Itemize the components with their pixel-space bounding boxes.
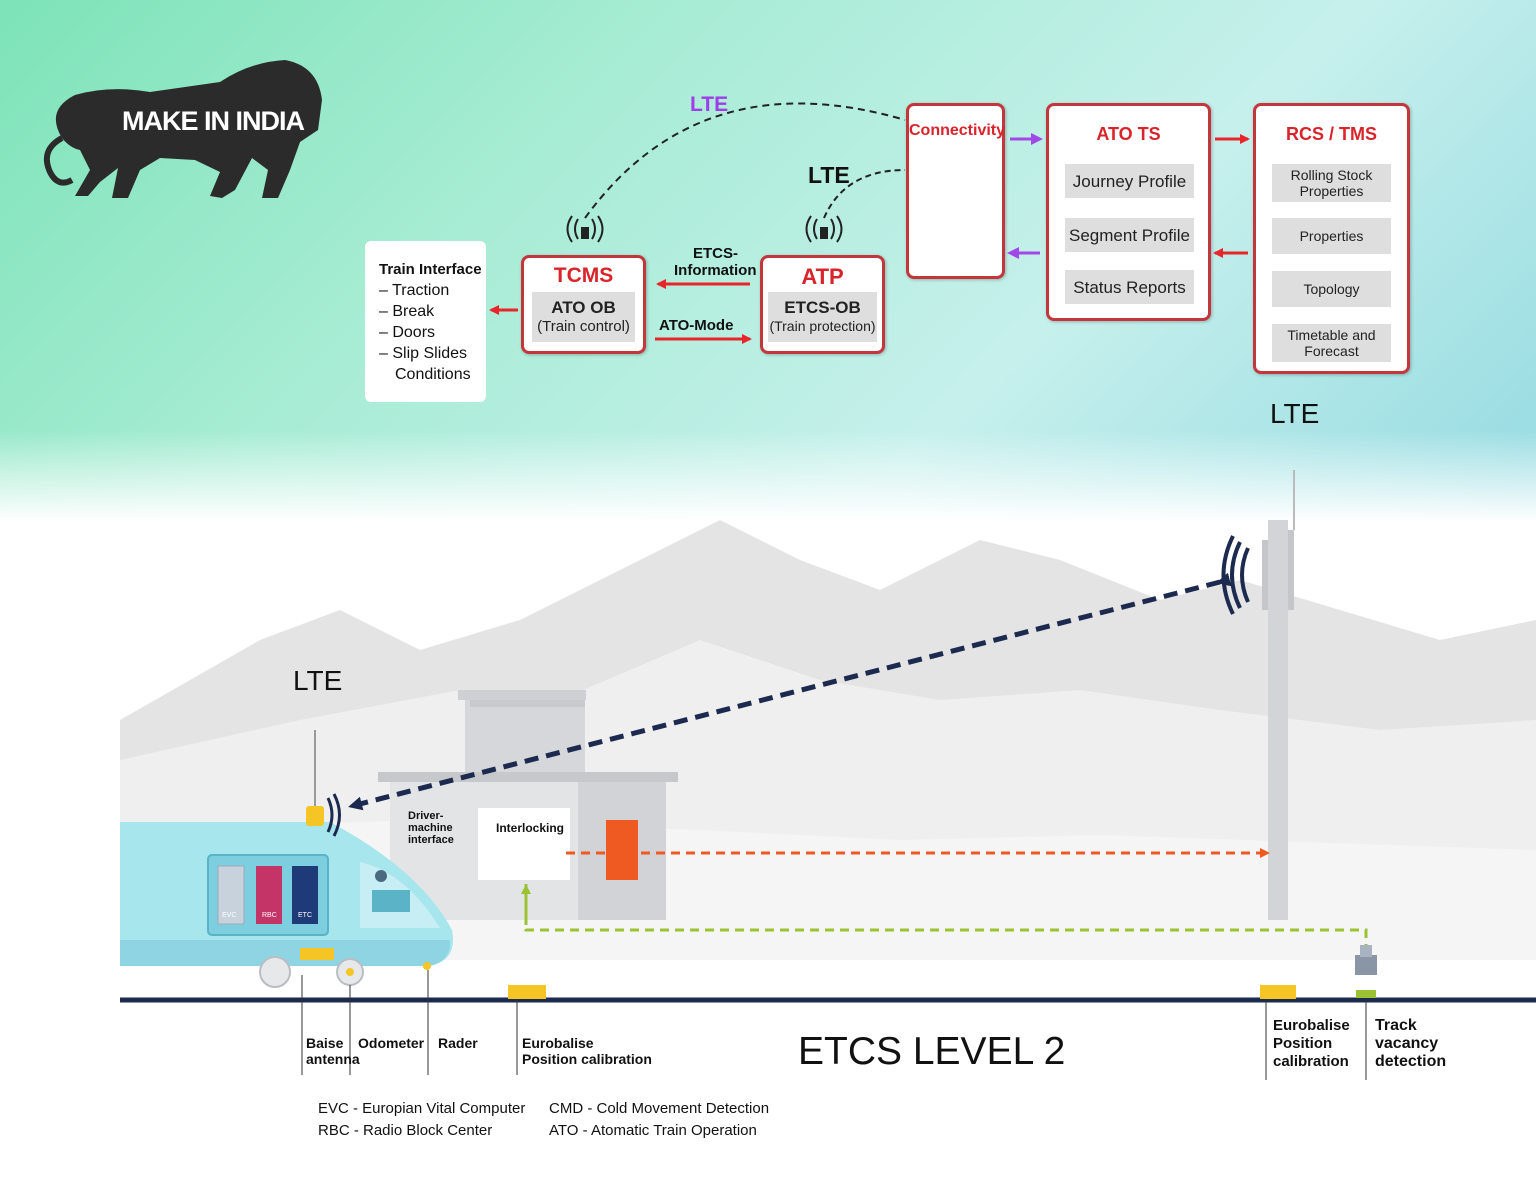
ato-ts-item: Segment Profile bbox=[1065, 218, 1194, 252]
label-leader-lines bbox=[301, 970, 1367, 1080]
track-vacancy-sensor bbox=[1355, 945, 1377, 998]
ato-ts-item: Journey Profile bbox=[1065, 164, 1194, 198]
lte-radio-link bbox=[348, 572, 1232, 811]
atp-inner-line1: ETCS-OB bbox=[784, 298, 861, 317]
train-interface-item: – Doors bbox=[379, 324, 436, 341]
tcms-inner-line1: ATO OB bbox=[551, 298, 616, 317]
legend-item: ATO - Atomatic Train Operation bbox=[549, 1122, 757, 1139]
lion-icon bbox=[44, 60, 322, 198]
tcms-inner: ATO OB (Train control) bbox=[532, 292, 635, 342]
etcs-info-label-2: Information bbox=[674, 262, 757, 279]
train-interface-item: Conditions bbox=[395, 366, 471, 383]
interlocking-panel bbox=[478, 808, 570, 880]
etcs-info-label-1: ETCS- bbox=[693, 245, 738, 262]
legend-left: EVC - Europian Vital Computer RBC - Radi… bbox=[318, 1098, 525, 1142]
etcs-level-title: ETCS LEVEL 2 bbox=[798, 1030, 1066, 1073]
lte-label-tower: LTE bbox=[1270, 398, 1320, 429]
connectivity-box: Connectivity bbox=[906, 103, 1005, 279]
train-unit-etc: ETC bbox=[298, 912, 312, 919]
train-graphic bbox=[120, 730, 454, 988]
train-interface-item: – Break bbox=[379, 303, 435, 320]
ato-ts-item: Status Reports bbox=[1065, 270, 1194, 304]
eurobalise-left bbox=[508, 985, 546, 999]
tcms-box: TCMS ATO OB (Train control) bbox=[521, 255, 646, 354]
interlocking-label: Interlocking bbox=[496, 821, 565, 835]
logo-text: MAKE IN INDIA bbox=[122, 106, 305, 136]
lte-label-top: LTE bbox=[690, 93, 729, 116]
atp-inner-line2: (Train protection) bbox=[769, 318, 876, 334]
odometer-label: Odometer bbox=[358, 1035, 425, 1051]
lte-label-train: LTE bbox=[293, 665, 343, 696]
ato-ts-box: ATO TS Journey Profile Segment Profile S… bbox=[1046, 103, 1211, 321]
train-interface-item: – Slip Slides bbox=[379, 345, 468, 362]
atp-title: ATP bbox=[801, 264, 844, 289]
legend-item: RBC - Radio Block Center bbox=[318, 1122, 493, 1139]
legend-right: CMD - Cold Movement Detection ATO - Atom… bbox=[549, 1098, 769, 1142]
train-unit-evc: EVC bbox=[222, 912, 237, 919]
train-interface-panel: Train Interface – Traction – Break – Doo… bbox=[365, 241, 486, 402]
eurobalise-right bbox=[1260, 985, 1296, 999]
train-unit-rbc: RBC bbox=[262, 912, 277, 919]
tcms-title: TCMS bbox=[553, 264, 614, 287]
tcms-inner-line2: (Train control) bbox=[537, 318, 630, 335]
rcs-tms-item: Properties bbox=[1272, 218, 1391, 254]
antenna-atp-icon bbox=[805, 215, 843, 243]
legend-item: EVC - Europian Vital Computer bbox=[318, 1100, 526, 1117]
lte-link-tcms bbox=[584, 102, 906, 219]
radar-label: Rader bbox=[438, 1035, 478, 1051]
atp-box: ATP ETCS-OB (Train protection) bbox=[760, 255, 885, 354]
train-interface-item: – Traction bbox=[379, 282, 450, 299]
lte-label-mid: LTE bbox=[808, 162, 850, 188]
train-interface-title: Train Interface bbox=[379, 261, 482, 278]
rbc-cabinet bbox=[606, 820, 638, 880]
atp-inner: ETCS-OB (Train protection) bbox=[768, 292, 877, 342]
lte-link-atp bbox=[823, 169, 906, 219]
rcs-tms-item: Topology bbox=[1272, 271, 1391, 307]
ato-ts-title: ATO TS bbox=[1096, 124, 1161, 144]
rcs-tms-title: RCS / TMS bbox=[1285, 124, 1377, 144]
ato-mode-label: ATO-Mode bbox=[659, 317, 734, 334]
legend-item: CMD - Cold Movement Detection bbox=[549, 1100, 770, 1117]
antenna-tcms-icon bbox=[566, 215, 604, 243]
connectivity-title: Connectivity bbox=[909, 122, 1006, 139]
